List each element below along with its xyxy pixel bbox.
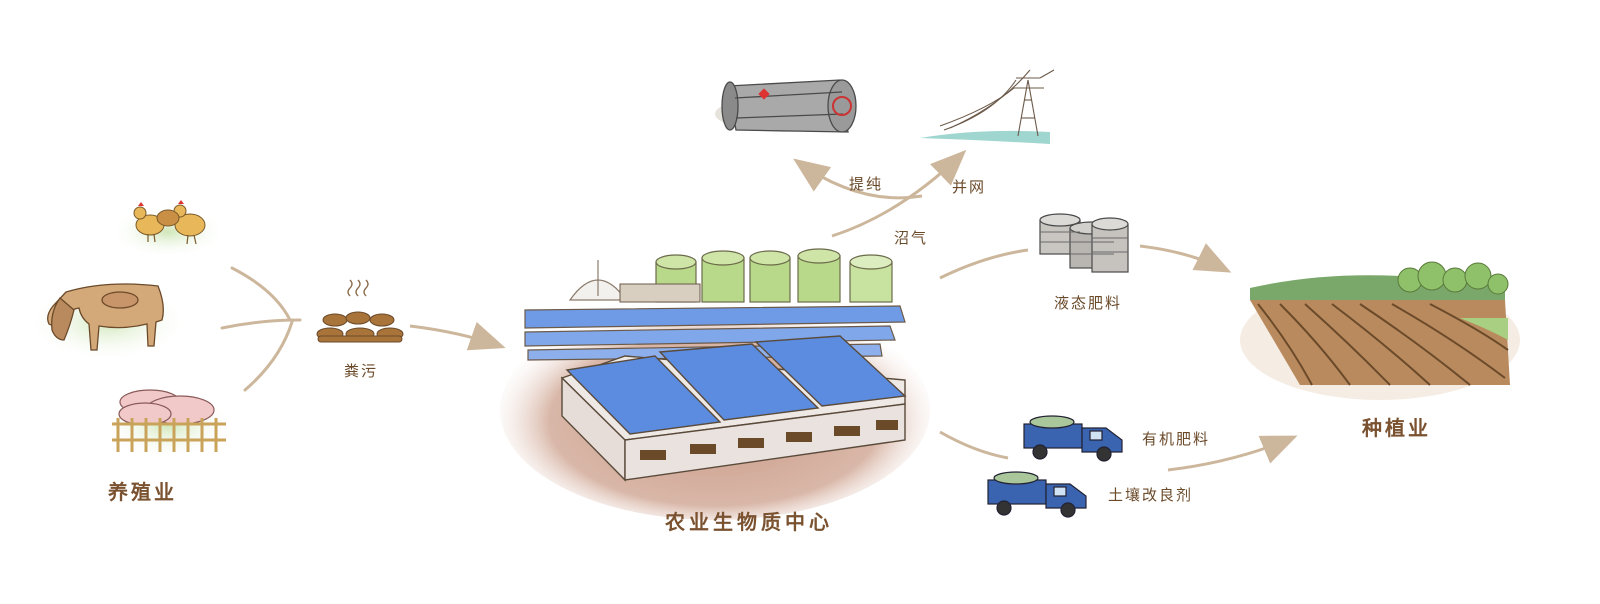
label-soil-conditioner: 土壤改良剂 xyxy=(1108,484,1193,505)
pig-icon xyxy=(102,390,234,459)
arrow-biogas-to-grid xyxy=(832,154,962,236)
gas-tank-icon xyxy=(715,80,856,132)
label-biogas: 沼气 xyxy=(894,227,928,248)
label-planting: 种植业 xyxy=(1362,412,1431,441)
livestock-connectors xyxy=(222,268,300,390)
label-purify: 提纯 xyxy=(849,173,883,194)
label-organic-fertilizer: 有机肥料 xyxy=(1142,428,1210,449)
label-grid: 并网 xyxy=(952,176,986,197)
arrow-center-to-trucks xyxy=(940,432,1008,458)
label-livestock: 养殖业 xyxy=(108,476,177,505)
label-manure: 粪污 xyxy=(344,360,378,381)
manure-icon xyxy=(317,280,403,342)
power-tower-icon xyxy=(920,70,1054,144)
arrow-manure-to-center xyxy=(410,326,500,346)
label-liquid-fertilizer: 液态肥料 xyxy=(1054,292,1122,313)
cow-icon xyxy=(26,282,190,362)
label-center: 农业生物质中心 xyxy=(665,506,833,535)
biogas-plant-icon xyxy=(500,249,930,520)
arrow-center-to-liquid xyxy=(940,250,1028,278)
chicken-icon xyxy=(110,200,226,258)
farmland-icon xyxy=(1240,262,1520,400)
truck-icon xyxy=(988,416,1122,517)
fertilizer-tanks-icon xyxy=(1040,214,1128,272)
arrow-liquid-to-planting xyxy=(1140,246,1226,270)
